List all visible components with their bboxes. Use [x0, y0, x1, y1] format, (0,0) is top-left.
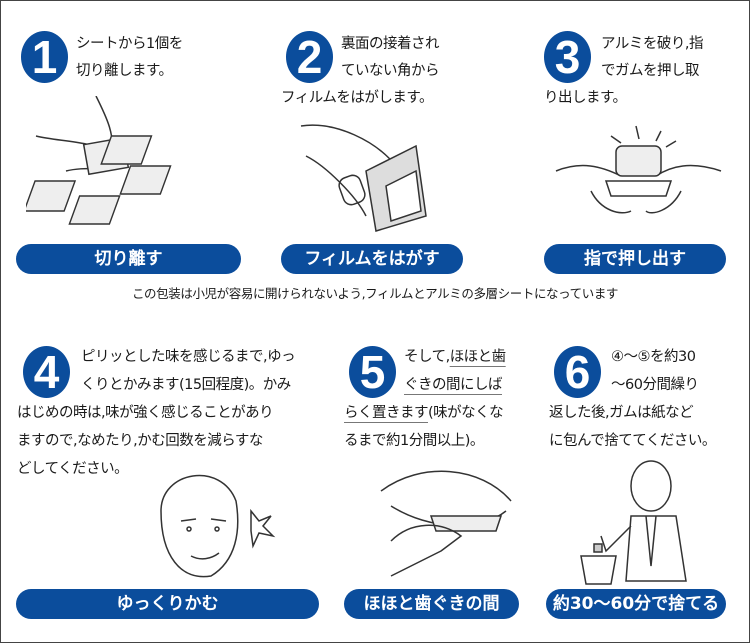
step-6-text: 返した後,ガムは紙など: [549, 405, 694, 421]
step-5-text-part: そして,: [404, 349, 450, 365]
step-1-label: 切り離す: [16, 244, 241, 274]
step-4-text: くりとかみます(15回程度)。かみ: [81, 377, 291, 393]
step-3-text: アルミを破り,指: [601, 36, 703, 52]
push-out-illustration: [555, 125, 722, 214]
step-5-text-emphasis: ぐきの間にしば: [404, 377, 503, 393]
gum-in-cheek-illustration: [380, 470, 512, 577]
step-4-text: どしてください。: [17, 461, 129, 477]
cut-sheet-illustration: [26, 96, 172, 225]
step-2-number: 2: [286, 31, 333, 83]
step-3-number: 3: [544, 31, 591, 83]
step-1-text: 切り離します。: [76, 63, 173, 79]
step-4-text: はじめの時は,味が強く感じることがあり: [17, 405, 274, 421]
step-3-text: でガムを押し取: [601, 63, 700, 79]
step-6-label: 約30〜60分で捨てる: [546, 589, 726, 619]
step-5-label: ほほと歯ぐきの間: [344, 589, 519, 619]
step-2-text: フィルムをはがします。: [281, 90, 433, 106]
step-6-text: 〜60分間繰り: [611, 377, 699, 393]
step-1-text: シートから1個を: [76, 36, 183, 52]
peel-film-illustration: [300, 124, 427, 232]
step-2-text: 裏面の接着され: [341, 36, 440, 52]
step-5-text: そして,ほほと歯: [404, 344, 506, 371]
step-3-text: り出します。: [544, 90, 627, 106]
step-2-text: ていない角から: [341, 63, 440, 79]
step-5-number: 5: [349, 346, 396, 398]
step-4-number: 4: [23, 346, 70, 398]
step-5-text: るまで約1分間以上)。: [344, 433, 484, 449]
step-5-text: らく置きます(味がなくな: [344, 400, 504, 427]
packaging-caption: この包装は小児が容易に開けられないよう,フィルムとアルミの多層シートになっていま…: [131, 286, 619, 301]
step-4-text: ますので,なめたり,かむ回数を減らすな: [17, 433, 263, 449]
step-6-number: 6: [554, 346, 601, 398]
throw-away-illustration: [580, 460, 687, 585]
step-2-label: フィルムをはがす: [281, 244, 463, 274]
step-5-text-emphasis: らく置きます: [344, 405, 429, 421]
step-1-number: 1: [21, 31, 68, 83]
step-5-text-emphasis: ほほと歯: [449, 349, 507, 365]
step-4-label: ゆっくりかむ: [16, 589, 319, 619]
step-5-text-part: (味がなくな: [428, 405, 504, 421]
chewing-man-illustration: [160, 474, 276, 578]
step-3-label: 指で押し出す: [544, 244, 726, 274]
step-4-text: ピリッとした味を感じるまで,ゆっ: [81, 349, 296, 365]
step-6-text: に包んで捨ててください。: [549, 433, 716, 449]
step-6-text: ④〜⑤を約30: [611, 349, 696, 365]
